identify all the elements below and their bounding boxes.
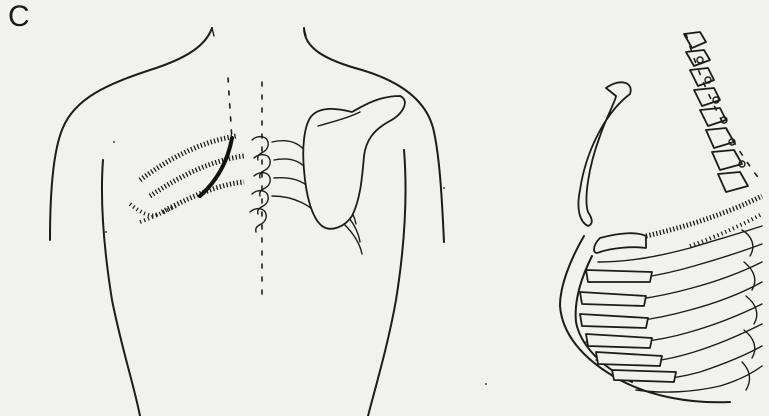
torso-back-outline [50, 28, 444, 416]
specks [105, 141, 487, 385]
vertebrae [250, 137, 270, 232]
vertebral-column [684, 32, 748, 192]
spine-midline [228, 78, 262, 300]
scapula [303, 96, 405, 229]
rib-cage-lateral [560, 32, 762, 402]
hatched-rib-area [130, 136, 244, 222]
